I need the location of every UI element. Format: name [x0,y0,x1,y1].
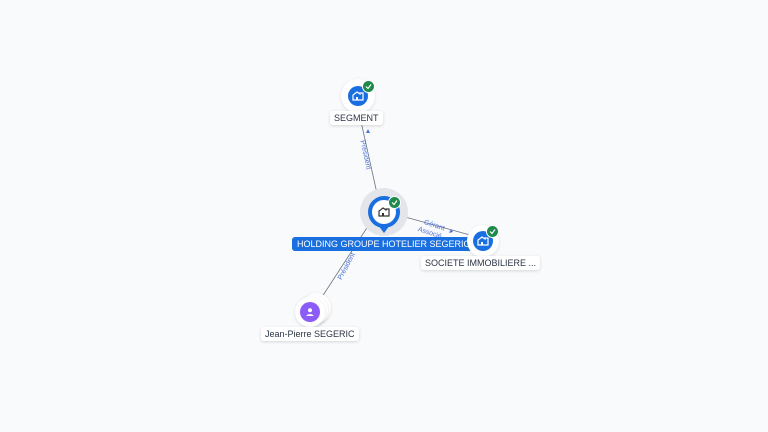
person-icon [300,302,320,322]
verified-check-icon [362,80,375,93]
verified-check-icon [388,196,401,209]
node-label-segment[interactable]: SEGMENT [330,111,383,125]
node-holding-groupe-hotelier-segeric[interactable] [360,188,408,236]
node-jean-pierre-segeric[interactable] [293,293,333,331]
node-segment[interactable] [341,79,375,113]
node-label-holding[interactable]: HOLDING GROUPE HOTELIER SEGERIC [292,237,476,251]
pin-tip [378,225,390,233]
node-label-societe-immobiliere[interactable]: SOCIETE IMMOBILIERE ... [421,256,541,270]
node-label-jean-pierre-segeric[interactable]: Jean-Pierre SEGERIC [261,327,359,341]
node-societe-immobiliere[interactable] [467,225,499,257]
verified-check-icon [486,225,499,238]
